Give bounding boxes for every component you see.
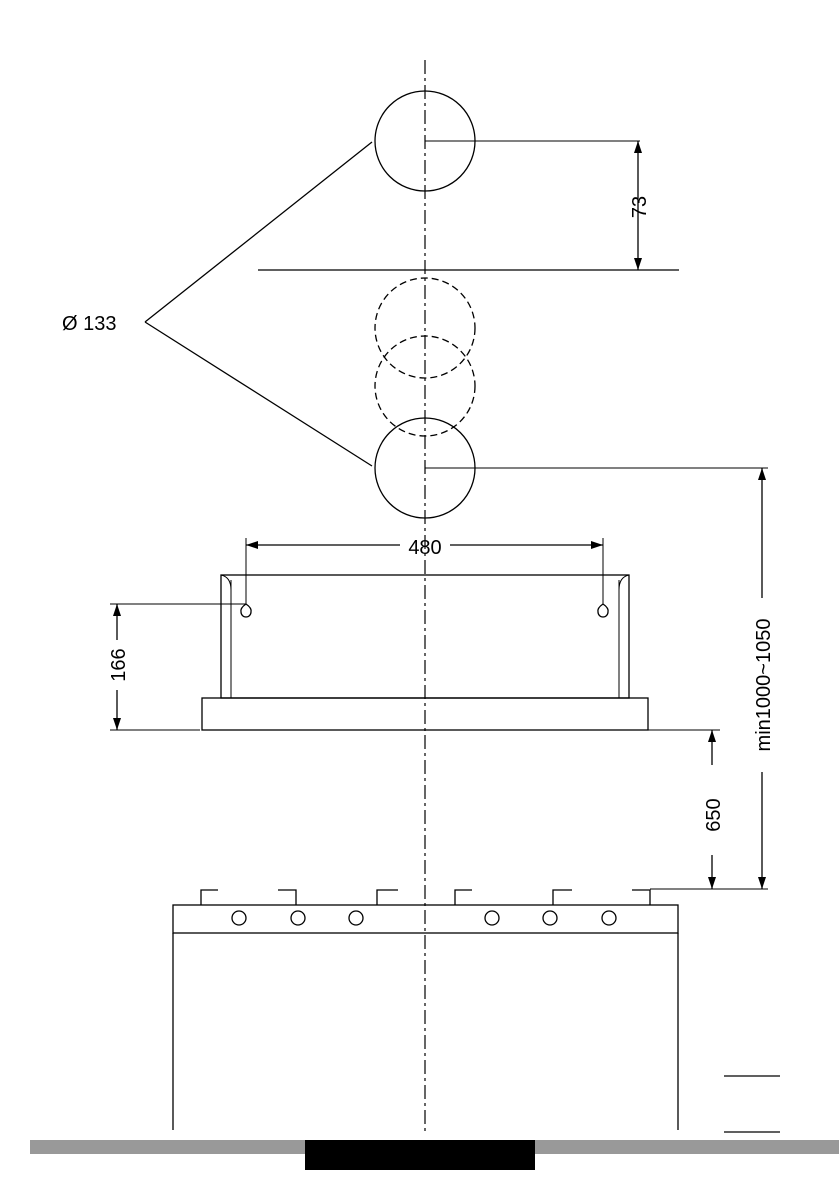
- keyhole-mount-left: [241, 604, 251, 617]
- footer-block: [305, 1140, 535, 1170]
- control-knobs: [232, 911, 616, 925]
- bracket-spacing-label: 480: [408, 537, 441, 559]
- duct-offset-dimension: [425, 141, 642, 270]
- outlet-height-label: min1000~1050: [753, 619, 775, 752]
- margin-marks: [724, 1076, 780, 1132]
- bracket-height-dimension: [110, 604, 246, 730]
- bracket-height-label: 166: [108, 648, 130, 681]
- diameter-leader: [145, 142, 372, 466]
- diameter-label: Ø 133: [62, 313, 116, 335]
- keyhole-mount-right: [598, 604, 608, 617]
- duct-offset-label: 73: [629, 196, 651, 218]
- hob-clearance-label: 650: [703, 798, 725, 831]
